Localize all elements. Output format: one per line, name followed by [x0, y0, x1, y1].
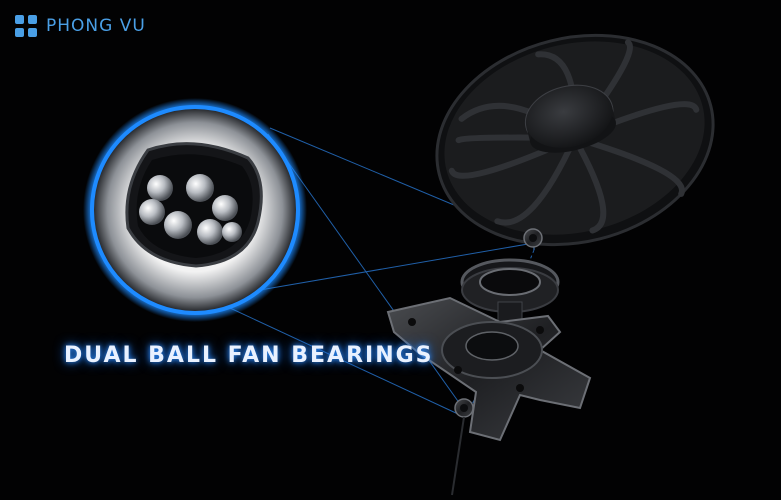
feature-caption: DUAL BALL FAN BEARINGS [64, 343, 434, 368]
bearing-zoom-lens [83, 98, 307, 322]
top-screw [523, 228, 543, 248]
bearing-sleeve [460, 258, 560, 327]
mounting-bracket [386, 296, 592, 442]
bearing-balls [139, 174, 242, 245]
four-square-logo-icon [15, 15, 37, 37]
brand-logo[interactable]: PHONG VU [14, 14, 146, 38]
brand-name: PHONG VU [46, 16, 146, 36]
bottom-screw [451, 398, 474, 496]
fan-rotor [435, 33, 715, 247]
